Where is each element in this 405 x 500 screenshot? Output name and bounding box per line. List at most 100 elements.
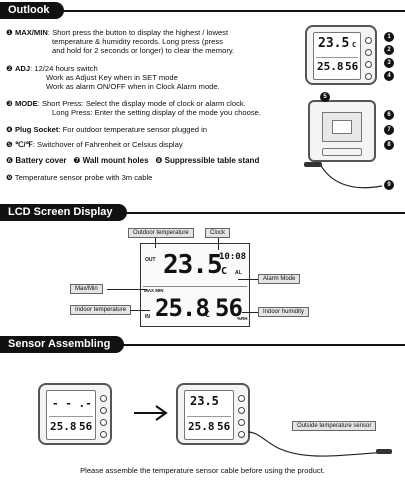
screen-divider (49, 416, 93, 417)
item-key: MODE (14, 99, 38, 108)
section-title-sensor: Sensor Assembling (0, 336, 125, 353)
device-button-1[interactable] (100, 395, 107, 402)
lcd-indoor-unit: C (205, 310, 210, 319)
lcd-out-label: OUT (145, 257, 156, 263)
item-number: ❾ (6, 173, 13, 182)
badge-6: 6 (384, 110, 394, 120)
spec-max-min: ❶ MAX/MIN: Short press the button to dis… (6, 28, 234, 56)
item-text-line2: Work as Adjust Key when in SET mode (46, 73, 178, 83)
item-text-line2: temperature & humidity records. Long pre… (52, 37, 223, 47)
lcd-in-label: IN (145, 314, 150, 320)
badge-9: 9 (384, 180, 394, 190)
device-button-2[interactable] (100, 407, 107, 414)
badge-3: 3 (384, 58, 394, 68)
item-text: : Short Press: Select the display mode o… (37, 99, 246, 108)
banner-rule (0, 10, 405, 12)
badge-7: 7 (384, 125, 394, 135)
spec-probe: ❾ Temperature sensor probe with 3m cable (6, 173, 152, 182)
callout-max-min: Max/Min (70, 284, 103, 294)
device-screen: - - .- 25.8 56 (46, 390, 96, 440)
section-banner-sensor: Sensor Assembling (0, 336, 405, 353)
spec-plug-socket: ❹ Plug Socket: For outdoor temperature s… (6, 125, 207, 134)
item-key: ADJ (14, 64, 31, 73)
wall-mount-label: Wall mount holes (82, 156, 149, 165)
section-title-lcd: LCD Screen Display (0, 204, 127, 221)
badge-5: 5 (320, 92, 330, 102)
callout-indoor-temperature: Indoor temperature (70, 305, 132, 315)
item-text: : 12/24 hours switch (30, 64, 98, 73)
item-number: ❺ (6, 140, 13, 149)
device-button-4[interactable] (365, 73, 372, 80)
device-button-4[interactable] (238, 431, 245, 438)
device-screen: 23.5 25.8 56 (184, 390, 234, 440)
plug-socket-shape (332, 120, 352, 134)
sensor-cable-drawing (248, 431, 392, 457)
screen-divider (316, 57, 358, 58)
lcd-screen: OUT 23.5 C 10:08 AL MAX MIN IN 25.8 C 56… (140, 243, 250, 327)
section-banner-lcd: LCD Screen Display (0, 204, 405, 221)
lcd-maxmin-indicator: MAX MIN (144, 288, 164, 293)
lcd-divider (143, 286, 247, 287)
item-text: : For outdoor temperature sensor plugged… (58, 125, 207, 134)
leader-line (238, 279, 258, 280)
item-number: ❽ (155, 156, 163, 165)
device-humidity-reading: 56 (79, 420, 93, 433)
arrow-right-icon (134, 405, 168, 421)
callout-outside-sensor: Outside temperature sensor (292, 421, 377, 431)
item-text: : Switchover of Fahrenheit or Celsius di… (32, 140, 183, 149)
device-button-3[interactable] (100, 419, 107, 426)
device-bottom-reading: 25.8 (188, 420, 215, 433)
callout-clock: Clock (205, 228, 231, 238)
device-button-2[interactable] (238, 407, 245, 414)
device-humidity-reading: 56 (345, 60, 359, 73)
device-after-assembly: 23.5 25.8 56 (176, 383, 250, 445)
device-button-2[interactable] (365, 49, 372, 56)
spec-mode: ❸ MODE: Short Press: Select the display … (6, 99, 261, 117)
lcd-humidity-unit: %RH (237, 316, 248, 321)
device-screen: 23.5 C 25.8 56 (313, 32, 361, 80)
device-humidity-reading: 56 (217, 420, 231, 433)
device-top-unit: C (352, 41, 357, 49)
device-top-reading: - - .- (52, 397, 92, 410)
item-number: ❶ (6, 28, 13, 37)
lcd-outdoor-unit: C (221, 266, 228, 277)
lcd-clock-value: 10:08 (219, 252, 247, 262)
item-number: ❷ (6, 64, 13, 73)
device-button-4[interactable] (100, 431, 107, 438)
device-button-3[interactable] (365, 61, 372, 68)
section-banner-outlook: Outlook (0, 2, 405, 19)
item-number: ❸ (6, 99, 13, 108)
spec-parts: ❻ Battery cover ❼ Wall mount holes ❽ Sup… (6, 156, 259, 165)
device-top-reading: 23.5 (318, 36, 350, 51)
device-back-illustration (308, 100, 376, 162)
item-text-line2: Long Press: Enter the setting display of… (52, 108, 261, 118)
banner-rule (0, 212, 405, 214)
table-stand-shape (322, 148, 362, 156)
item-key: MAX/MIN (14, 28, 48, 37)
leader-line (218, 238, 219, 250)
item-text: : Short press the button to display the … (47, 28, 229, 37)
device-button-3[interactable] (238, 419, 245, 426)
lcd-humidity-value: 56 (215, 294, 243, 322)
lcd-outdoor-value: 23.5 (163, 250, 223, 280)
device-before-assembly: - - .- 25.8 56 (38, 383, 112, 445)
screen-divider (187, 416, 231, 417)
device-button-1[interactable] (238, 395, 245, 402)
device-bottom-reading: 25.8 (50, 420, 77, 433)
device-button-1[interactable] (365, 37, 372, 44)
item-number: ❻ (6, 156, 14, 165)
probe-cable-drawing (304, 162, 383, 189)
spec-adj: ❷ ADJ: 12/24 hours switch Work as Adjust… (6, 64, 220, 92)
banner-rule (0, 344, 405, 346)
leader-line (107, 289, 147, 290)
battery-cover-label: Battery cover (15, 156, 67, 165)
device-bottom-reading: 25.8 (317, 60, 344, 73)
leader-line (130, 310, 150, 311)
spec-unit-switch: ❺ ℃/℉: Switchover of Fahrenheit or Celsi… (6, 140, 183, 149)
item-text-line3: and hold for 2 seconds or longer) to cle… (52, 46, 235, 56)
callout-indoor-humidity: Indoor humidity (258, 307, 310, 317)
lcd-alarm-indicator: AL (235, 270, 242, 276)
item-number: ❼ (73, 156, 81, 165)
badge-4: 4 (384, 71, 394, 81)
leader-line (242, 312, 258, 313)
